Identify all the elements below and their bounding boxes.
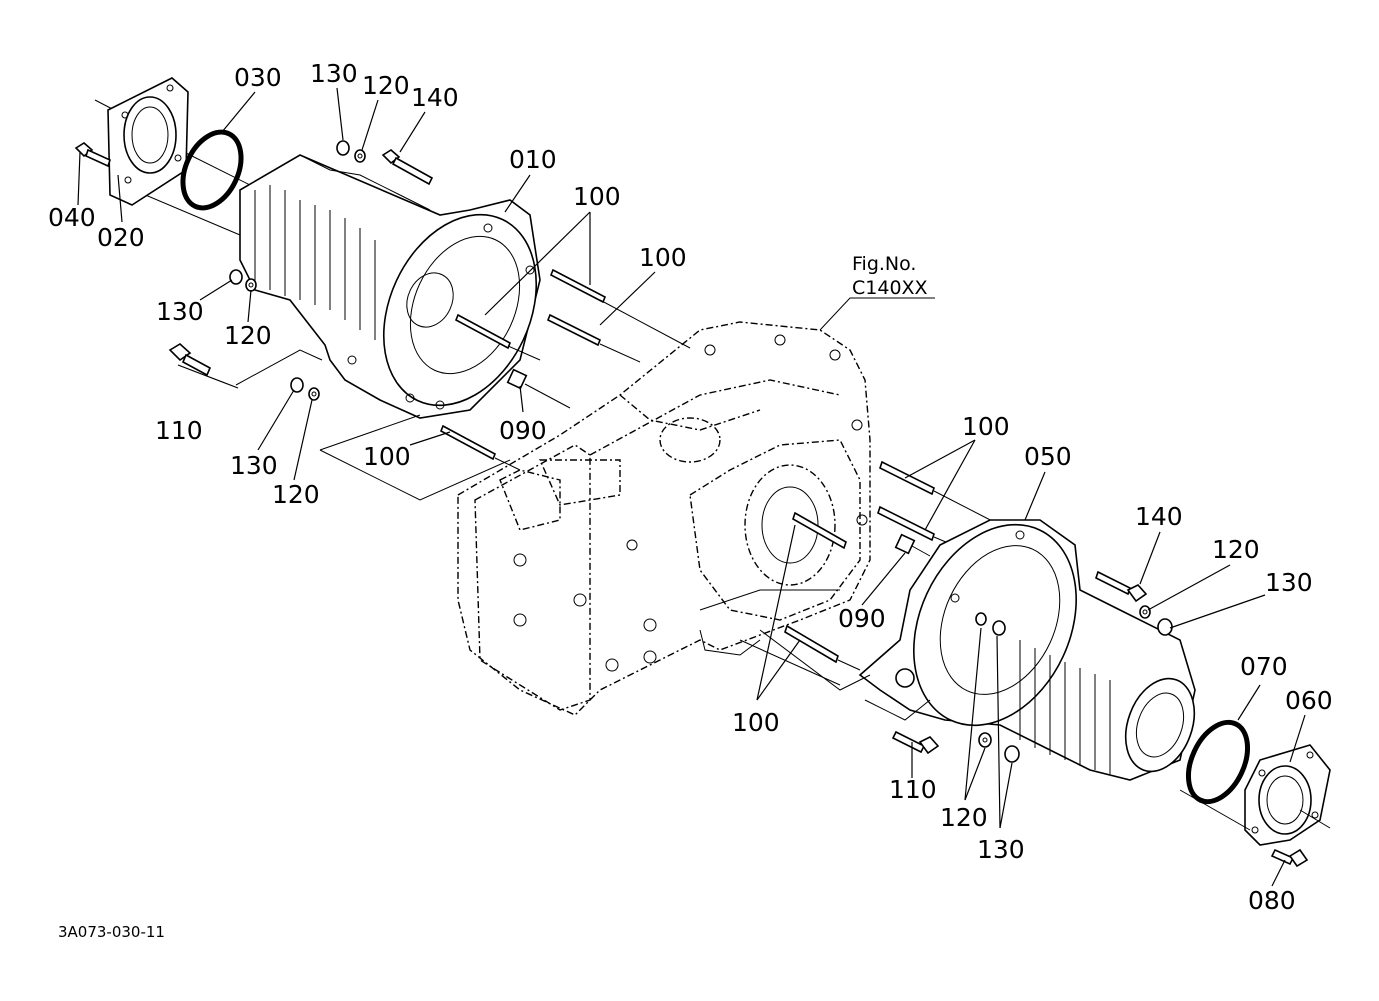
bolt-110-right (891, 730, 940, 755)
axis-line (494, 457, 521, 471)
label-060: 060 (1285, 686, 1333, 715)
stud-100-c (439, 424, 497, 461)
stud-100-e (877, 505, 935, 542)
label-100-a: 100 (573, 182, 621, 211)
washer-120-right-mid (975, 612, 987, 626)
label-130-top: 130 (310, 59, 358, 88)
label-100-c: 100 (363, 442, 411, 471)
axis-line (1299, 809, 1331, 829)
axis-line (507, 345, 541, 361)
washer-120-top (354, 149, 366, 163)
label-120-top: 120 (362, 71, 410, 100)
leader-bracket (319, 449, 511, 501)
axis-line (933, 490, 1001, 526)
bolt-110-left (168, 343, 212, 377)
nut-130-low (290, 377, 304, 393)
leader-lines (77, 87, 1306, 887)
label-040: 040 (48, 203, 96, 232)
nut-130-top (336, 140, 350, 156)
label-030: 030 (234, 63, 282, 92)
label-120-low: 120 (272, 480, 320, 509)
label-120-bottom: 120 (940, 803, 988, 832)
washer-120-right (1139, 605, 1151, 619)
leader-bracket (319, 414, 421, 451)
label-050: 050 (1024, 442, 1072, 471)
leader-bracket (235, 349, 323, 386)
axis-line (599, 343, 641, 363)
label-090-left: 090 (499, 416, 547, 445)
dowel-090-right (894, 533, 916, 555)
leader-bracket (759, 629, 871, 691)
stud-100-inner (454, 313, 512, 350)
bolt-080 (1270, 848, 1309, 868)
label-140-right: 140 (1135, 502, 1183, 531)
label-080: 080 (1248, 886, 1296, 915)
axis-line (837, 659, 861, 671)
bolt-040 (74, 142, 111, 168)
drawing-code: 3A073-030-11 (58, 923, 165, 941)
nut-130-right-mid (992, 620, 1006, 636)
nut-130-right (1157, 618, 1173, 636)
axis-line (911, 545, 931, 557)
label-140-top: 140 (411, 83, 459, 112)
axis-line (524, 383, 571, 409)
label-020: 020 (97, 223, 145, 252)
cover-plate-060 (1244, 744, 1331, 846)
label-090-right: 090 (838, 604, 886, 633)
stud-100-d (879, 460, 935, 496)
nut-130-bottom (1004, 745, 1020, 763)
label-110-left: 110 (155, 416, 203, 445)
transmission-case (457, 321, 871, 716)
stud-100-a (549, 268, 607, 304)
label-100-b: 100 (639, 243, 687, 272)
bolt-140-top (381, 149, 434, 186)
washer-120-bottom (978, 732, 992, 748)
o-ring-030 (180, 129, 244, 211)
label-130-bottom: 130 (977, 835, 1025, 864)
stud-100-g (784, 624, 839, 664)
label-100-e: 100 (732, 708, 780, 737)
label-110-right: 110 (889, 775, 937, 804)
label-130-right: 130 (1265, 568, 1313, 597)
cover-plate-020 (107, 77, 189, 206)
label-070: 070 (1240, 652, 1288, 681)
leader-bracket (699, 589, 840, 611)
axis-line (179, 149, 261, 191)
label-100-d: 100 (962, 412, 1010, 441)
label-130-low: 130 (230, 451, 278, 480)
label-120-mid: 120 (224, 321, 272, 350)
fig-ref-leader (819, 297, 935, 331)
axis-line (1179, 789, 1251, 831)
label-010: 010 (509, 145, 557, 174)
fig-ref-line1: Fig.No. (852, 253, 916, 275)
axis-line (599, 299, 691, 349)
washer-120-low (308, 387, 320, 401)
label-120-right: 120 (1212, 535, 1260, 564)
leader-bracket (864, 699, 931, 721)
dowel-090-left (506, 368, 528, 390)
bolt-140-right (1095, 570, 1148, 603)
washer-120-mid (245, 278, 257, 292)
fig-ref-line2: C140XX (852, 277, 928, 299)
stud-100-f (792, 511, 847, 550)
o-ring-070 (1185, 719, 1251, 805)
housing-010 (239, 154, 541, 419)
label-130-mid: 130 (156, 297, 204, 326)
nut-130-mid (229, 269, 243, 285)
stud-100-b (546, 313, 602, 347)
